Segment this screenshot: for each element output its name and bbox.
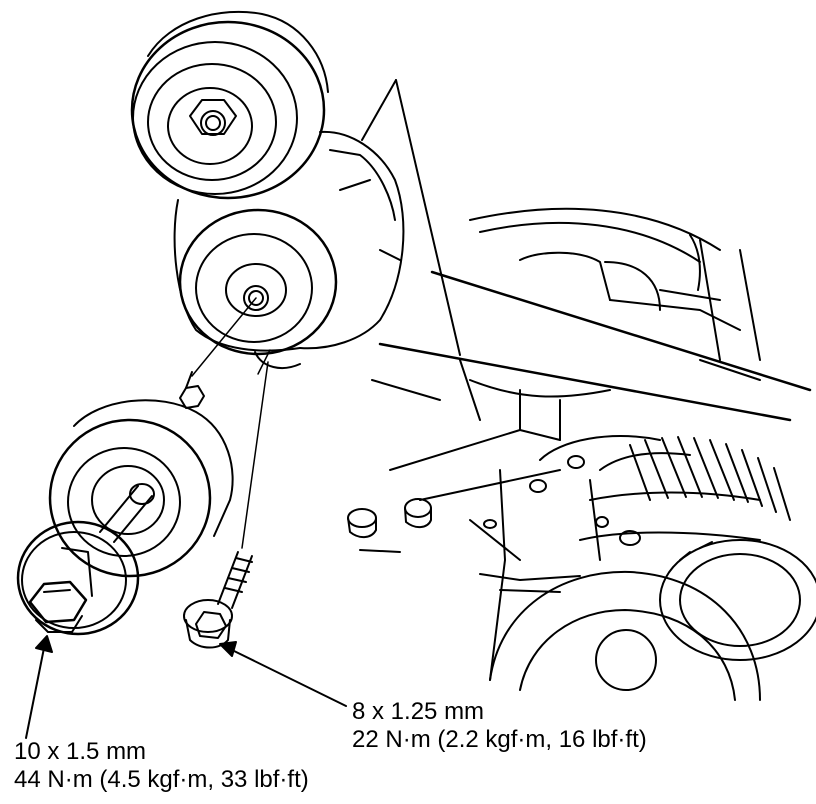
tensioner-pulley	[178, 208, 338, 356]
tensioner-bracket	[173, 79, 461, 369]
large-bolt-spec-label: 10 x 1.5 mm 44 N·m (4.5 kgf·m, 33 lbf·ft…	[14, 738, 309, 794]
large-bolt	[16, 485, 153, 636]
callout-arrow-large-bolt	[25, 635, 53, 739]
alignment-line	[191, 297, 257, 377]
small-bolt-torque: 22 N·m (2.2 kgf·m, 16 lbf·ft)	[352, 726, 647, 753]
upper-idler-pulley	[130, 10, 329, 200]
callout-arrow-small-bolt	[219, 641, 347, 707]
alignment-line-2	[257, 349, 271, 375]
small-bolt-size: 8 x 1.25 mm	[352, 698, 485, 725]
small-bolt-spec-label: 8 x 1.25 mm 22 N·m (2.2 kgf·m, 16 lbf·ft…	[352, 698, 647, 754]
large-bolt-size: 10 x 1.5 mm	[14, 738, 147, 765]
small-bolt	[183, 361, 269, 649]
engine-background	[347, 207, 816, 701]
idler-pulley	[48, 371, 234, 578]
large-bolt-torque: 44 N·m (4.5 kgf·m, 33 lbf·ft)	[14, 766, 309, 793]
